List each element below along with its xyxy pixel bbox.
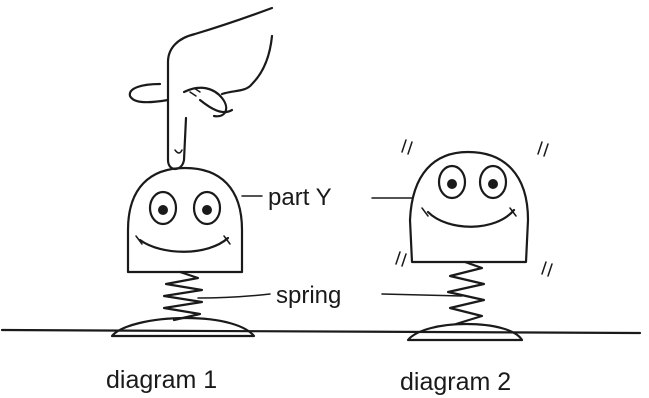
- base-1: [110, 316, 256, 338]
- caption-diagram-2: diagram 2: [400, 368, 511, 396]
- eye-right: [192, 190, 222, 226]
- smile: [426, 208, 516, 228]
- spring-coil-1: [162, 270, 204, 322]
- eye-left: [148, 190, 178, 226]
- callout-spring: spring: [197, 282, 463, 309]
- vibration-marks: [395, 139, 553, 277]
- ground-line: [0, 328, 642, 335]
- leader-line-right: [381, 293, 463, 297]
- part-y-head-1: [126, 166, 244, 274]
- eye-left: [437, 164, 467, 200]
- pupil-right: [488, 179, 498, 189]
- smile: [138, 236, 230, 253]
- label-spring: spring: [276, 282, 341, 309]
- part-y-head-2: [408, 150, 530, 264]
- pupil-left: [158, 205, 168, 215]
- callout-part-y: part Y: [241, 184, 413, 211]
- caption-diagram-1: diagram 1: [106, 366, 217, 394]
- hand-icon: [128, 6, 274, 171]
- eye-right: [478, 164, 508, 200]
- label-part-y: part Y: [268, 184, 332, 211]
- pupil-left: [447, 179, 457, 189]
- base-2: [406, 322, 524, 342]
- pupil-right: [202, 205, 212, 215]
- diagram-2: diagram 2: [395, 139, 553, 396]
- leader-line-left: [197, 293, 271, 299]
- spring-coil-2: [446, 260, 486, 326]
- diagram-1: diagram 1: [106, 6, 274, 394]
